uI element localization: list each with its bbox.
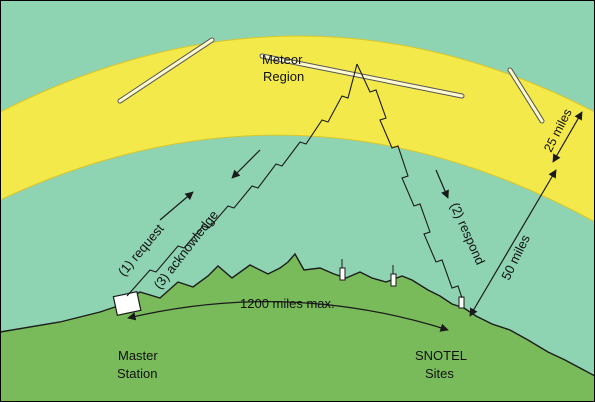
range-arc [127,301,449,332]
meteor-label-line2: Region [263,69,304,84]
fifty-miles-arrow [469,169,557,317]
master-station-label-line1: Master [118,348,158,363]
master-station-label-line2: Station [117,366,157,381]
snotel-site-icons [339,259,465,309]
respond-arrow [435,169,449,199]
meteor-label-line1: Meteor [262,52,303,67]
acknowledge-arrow [231,149,261,179]
snotel-label-line2: Sites [425,366,454,381]
request-arrow [159,191,194,221]
meteor-trails [117,37,545,124]
signal-paths [126,63,463,299]
snotel-label-line1: SNOTEL [415,348,467,363]
twentyfive-miles-arrow [552,111,583,163]
range-label: 1200 miles max. [240,296,335,311]
